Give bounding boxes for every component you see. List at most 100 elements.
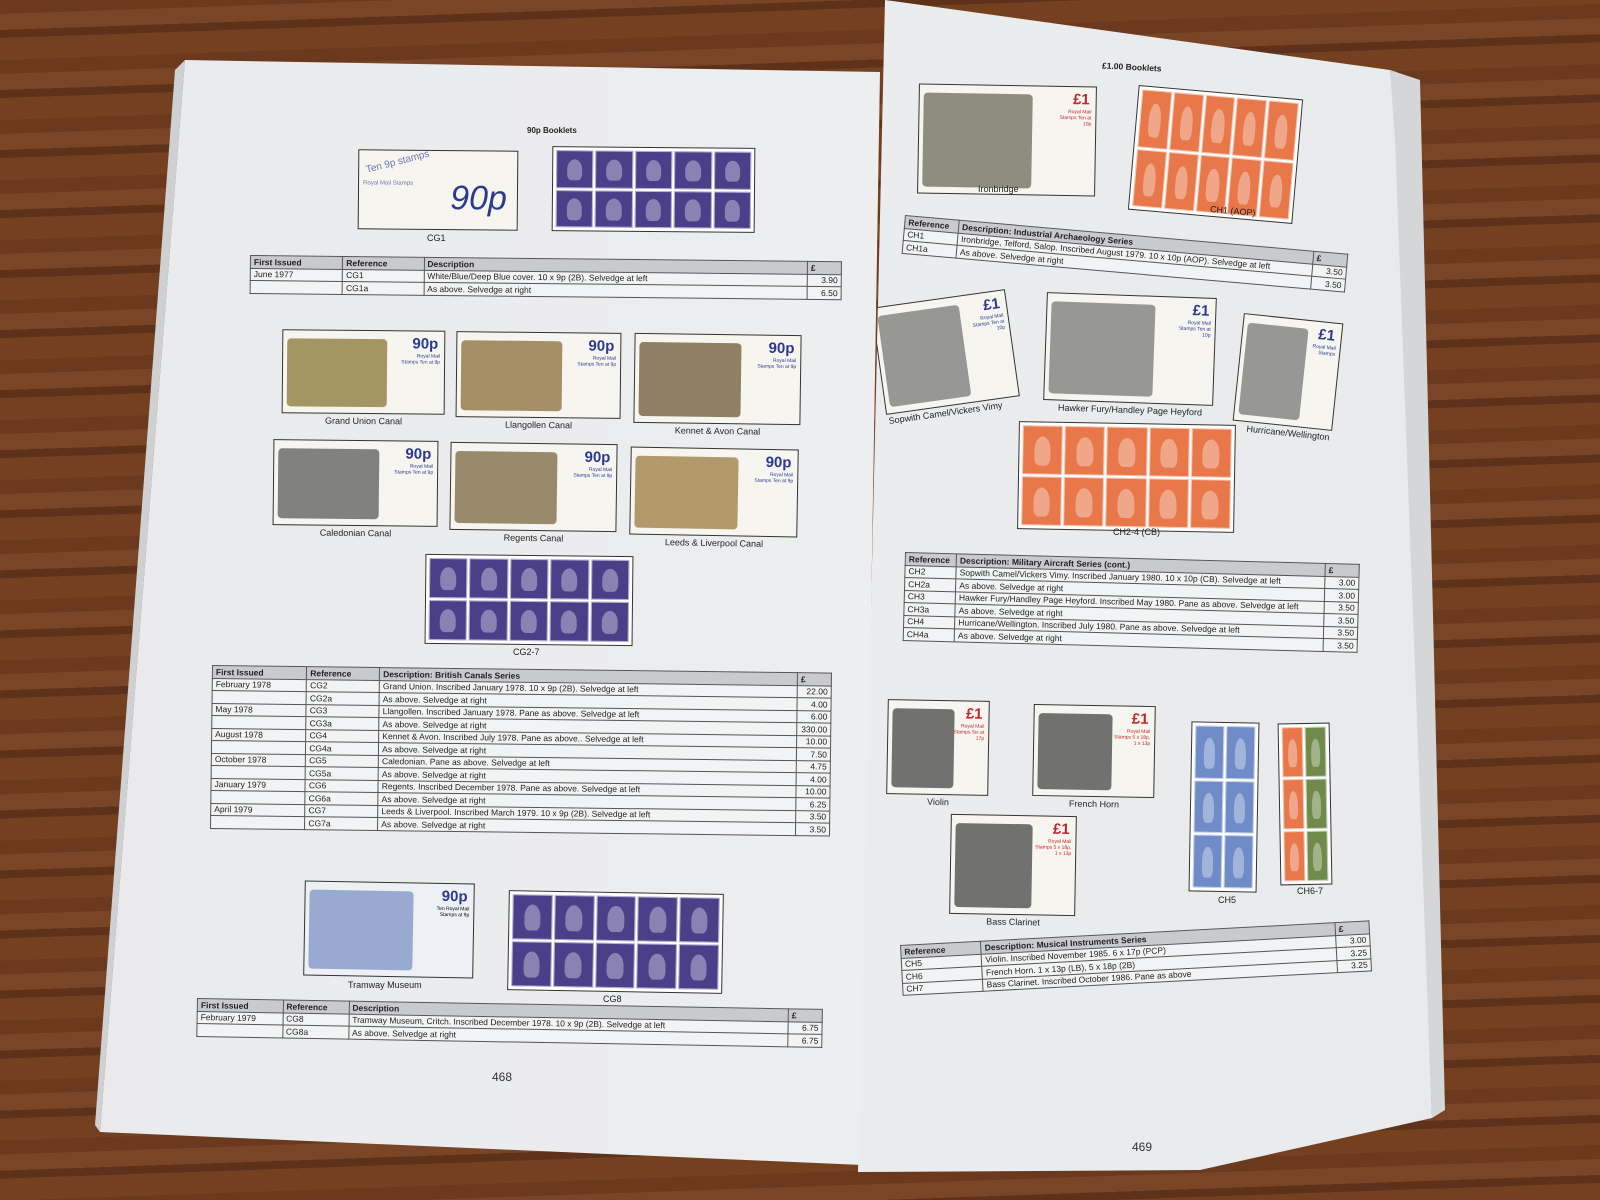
column-header: £ [807,261,842,275]
table-cell: CH4a [903,627,955,642]
left-page-number: 468 [492,1070,513,1084]
stamp [550,559,590,600]
ch2-4-stamp-pane [1017,421,1236,533]
cover-subtitle: Royal Mail Stamps Ten at 10p [1178,319,1212,339]
table-cell [211,740,306,755]
cg1-caption: CG1 [427,233,446,243]
ch6-7-stamp-pane [1277,722,1333,886]
left-heading: 90p Booklets [527,126,577,135]
table-cell: February 1978 [212,678,307,692]
cover-illustration [454,450,558,525]
cover-subtitle: Royal Mail Stamps Ten at 9p [577,355,617,368]
column-header: £ [1325,563,1360,577]
stamp [1305,778,1328,829]
cover-illustration [286,338,388,408]
column-header: Reference [282,1000,350,1014]
stamp [555,189,594,228]
tramway-cover-sub: Ten Royal Mail Stamps at 9p [436,905,470,919]
stamp [674,151,712,190]
stamp [1190,428,1232,478]
cover-illustration [460,340,563,412]
stamp [1106,426,1148,477]
table-cell: May 1978 [211,703,307,717]
stamp [1304,726,1327,777]
ch5-caption: CH5 [1218,895,1237,905]
cover-subtitle: Royal Mail Stamps Ten at 10p [972,312,1006,332]
cover-caption: Llangollen Canal [504,419,573,431]
table-cell: CG6a [305,791,379,806]
cover-illustration [277,448,380,520]
price-cell: 6.75 [787,1021,823,1035]
stamp [509,600,549,642]
stamp [468,600,508,641]
cover-caption: Grand Union Canal [324,415,403,427]
cg2-7-stamp-pane [424,553,634,647]
table-cell: CG2a [306,691,380,706]
stamp [469,558,509,599]
table-cell: CG7a [304,816,378,831]
table-cell: August 1978 [211,728,307,742]
stamp [1223,835,1254,889]
price-cell: 330.00 [796,722,831,736]
column-header: First Issued [212,665,307,680]
ch6-7-caption: CH6-7 [1297,886,1324,896]
stamp [1192,834,1223,888]
table-cell: CG8 [282,1012,349,1027]
stamp [556,150,594,188]
table-cell [210,790,306,805]
tramway-caption: Tramway Museum [348,980,422,990]
table-cell [211,765,306,780]
table-cell: June 1977 [250,268,343,282]
ch5-stamp-pane [1188,721,1260,893]
cg1-cover: Ten 9p stamps Royal Mail Stamps 90p [357,149,519,231]
table-cell: CG4 [305,729,379,743]
price-cell: 4.00 [796,697,832,711]
cover-illustration [954,822,1033,909]
stamp [595,895,637,942]
price-cell: 3.50 [1323,625,1358,640]
cover-subtitle: Royal Mail Stamps Ten at 9p [394,463,434,476]
stamp [1224,780,1255,834]
cg1-cover-text: Ten 9p stamps [364,149,431,176]
cover-price: £1 [1317,326,1336,345]
price-cell: 4.00 [796,772,831,786]
cover-price: 90p [765,453,792,472]
cover-price: 90p [412,335,439,353]
cover-subtitle: Royal Mail Stamps Ten at 9p [757,357,797,371]
price-cell: 6.75 [787,1033,822,1047]
stamp [1022,425,1064,475]
stamp [1132,148,1167,209]
stamp [1283,831,1306,882]
stamp [1137,89,1173,150]
ironbridge-cover-price: £1 [1072,91,1090,109]
stamp [1021,476,1063,526]
table-cell: CG1a [342,281,424,295]
stamp [509,558,549,600]
stamp [429,557,468,599]
stamp [713,191,751,229]
cover-subtitle: Royal Mail Stamps 5 x 18p, 1 x 13p [1114,728,1151,747]
price-cell: 3.50 [1310,276,1346,292]
stamp [590,559,630,601]
stamp [1189,479,1231,529]
ironbridge-caption: Ironbridge [978,184,1019,194]
price-cell: 3.50 [1324,600,1359,615]
table-cell: CG5 [305,754,379,768]
cover-subtitle: Royal Mail Stamps Six at 17p [953,723,985,742]
column-header: Reference [306,666,380,681]
stamp [1306,830,1329,881]
cover-caption: French Horn [1068,798,1120,810]
